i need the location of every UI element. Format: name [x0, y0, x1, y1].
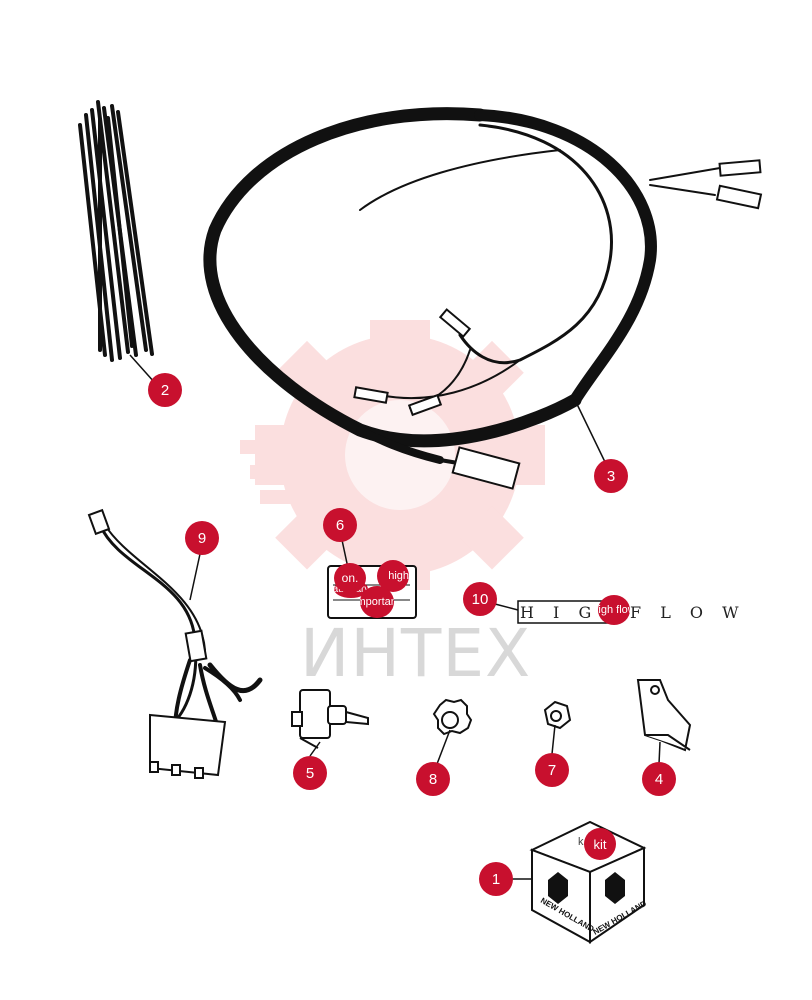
kit-k-text: k	[578, 836, 584, 848]
callout-label: 5	[305, 764, 315, 782]
callout-10[interactable]: 10	[463, 582, 497, 616]
callout-label: 8	[428, 770, 438, 788]
callout-label: 6	[335, 516, 345, 534]
callout-6[interactable]: 6	[323, 508, 357, 542]
switch-harness-drawing	[98, 523, 263, 737]
callout-5[interactable]: 5	[293, 756, 327, 790]
switch-harness-connector-drawing	[87, 508, 227, 779]
callout-label: 2	[160, 381, 170, 399]
hotspot-on[interactable]: on.	[334, 563, 366, 593]
callout-label: 10	[471, 590, 489, 608]
callout-4[interactable]: 4	[642, 762, 676, 796]
toggle-switch-drawing	[291, 689, 369, 749]
knob-drawing	[543, 700, 572, 730]
callout-label: 4	[654, 770, 664, 788]
harness-connectors-drawing	[353, 159, 763, 490]
callout-1[interactable]: 1	[479, 862, 513, 896]
callout-7[interactable]: 7	[535, 753, 569, 787]
callout-label: 1	[491, 870, 501, 888]
decal-text-right: F L O W	[630, 603, 746, 622]
hotspot-kit[interactable]: kit	[584, 828, 616, 860]
callout-9[interactable]: 9	[185, 521, 219, 555]
cable-ties-drawing	[78, 100, 154, 362]
hotspot-important[interactable]: important	[360, 586, 394, 618]
watermark-text: ИНТЕХ	[300, 615, 532, 692]
bracket-drawing	[636, 679, 692, 752]
hotspot-high-flow[interactable]: high flow	[598, 595, 630, 625]
callout-8[interactable]: 8	[416, 762, 450, 796]
callout-2[interactable]: 2	[148, 373, 182, 407]
callout-label: 9	[197, 529, 207, 547]
callout-3[interactable]: 3	[594, 459, 628, 493]
wiring-harness-drawing	[203, 107, 721, 472]
callout-label: 7	[547, 761, 557, 779]
brand-logo-icon	[548, 872, 625, 904]
callout-label: 3	[606, 467, 616, 485]
nut-drawing	[432, 698, 473, 736]
